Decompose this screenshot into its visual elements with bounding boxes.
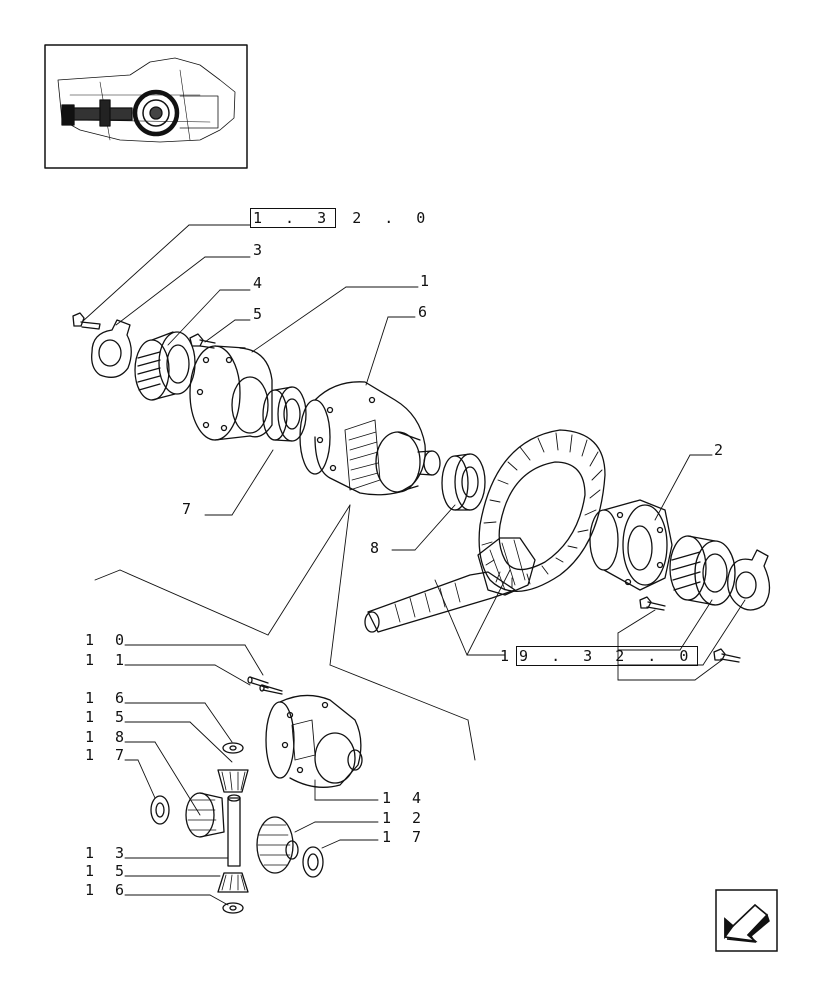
lock-plate-right-part — [727, 549, 771, 611]
bearing-part-8 — [441, 453, 486, 511]
callout-14: 1 4 — [382, 789, 428, 807]
callout-6: 6 — [418, 303, 434, 321]
callout-7: 7 — [182, 500, 198, 518]
side-gear-part — [185, 792, 299, 874]
callout-16-bottom: 1 6 — [85, 881, 131, 899]
transmission-overview-icon — [44, 44, 248, 169]
side-washer-part — [150, 795, 324, 878]
pin-part — [189, 333, 216, 349]
thrust-washer-part — [222, 742, 244, 914]
top-reference[interactable]: 1 . 3 2 . 0 — [250, 208, 433, 228]
top-reference-boxed[interactable]: 1 . 3 — [250, 208, 337, 228]
callout-17-right: 1 7 — [382, 828, 428, 846]
right-support-part — [589, 499, 673, 591]
bottom-reference-prefix: 1 — [500, 647, 517, 665]
housing-half-part — [265, 694, 363, 788]
next-page-arrow-icon[interactable] — [715, 889, 778, 952]
bottom-reference-boxed[interactable]: 9 . 3 2 . 0 — [516, 646, 699, 666]
planet-gear-part — [217, 769, 249, 893]
bolt-part — [72, 312, 101, 330]
callout-12: 1 2 — [382, 809, 428, 827]
callout-10: 1 0 — [85, 631, 131, 649]
crown-wheel-part — [478, 429, 606, 592]
callout-17-left: 1 7 — [85, 746, 131, 764]
callout-11: 1 1 — [85, 651, 131, 669]
callout-15-top: 1 5 — [85, 708, 131, 726]
top-reference-tail: 2 . 0 — [352, 209, 433, 227]
leader-lines — [82, 224, 746, 906]
callout-18: 1 8 — [85, 728, 131, 746]
callout-4: 4 — [253, 274, 269, 292]
ring-nut-right-part — [669, 535, 736, 606]
ring-nut-part — [134, 331, 196, 401]
callout-3: 3 — [253, 241, 269, 259]
differential-housing-part — [299, 381, 441, 496]
callout-2: 2 — [714, 441, 730, 459]
callout-8: 8 — [370, 539, 386, 557]
callout-16-top: 1 6 — [85, 689, 131, 707]
callout-15-bottom: 1 5 — [85, 862, 131, 880]
callout-1: 1 — [420, 272, 436, 290]
callout-13: 1 3 — [85, 844, 131, 862]
pins-part — [247, 676, 283, 695]
bearing-part — [262, 386, 307, 442]
lock-plate-part — [91, 319, 132, 378]
bearing-support-part — [189, 345, 273, 441]
callout-5: 5 — [253, 305, 269, 323]
cross-pin-part — [227, 794, 241, 867]
bolt-right-part — [639, 596, 741, 663]
pinion-shaft-part — [364, 537, 536, 633]
